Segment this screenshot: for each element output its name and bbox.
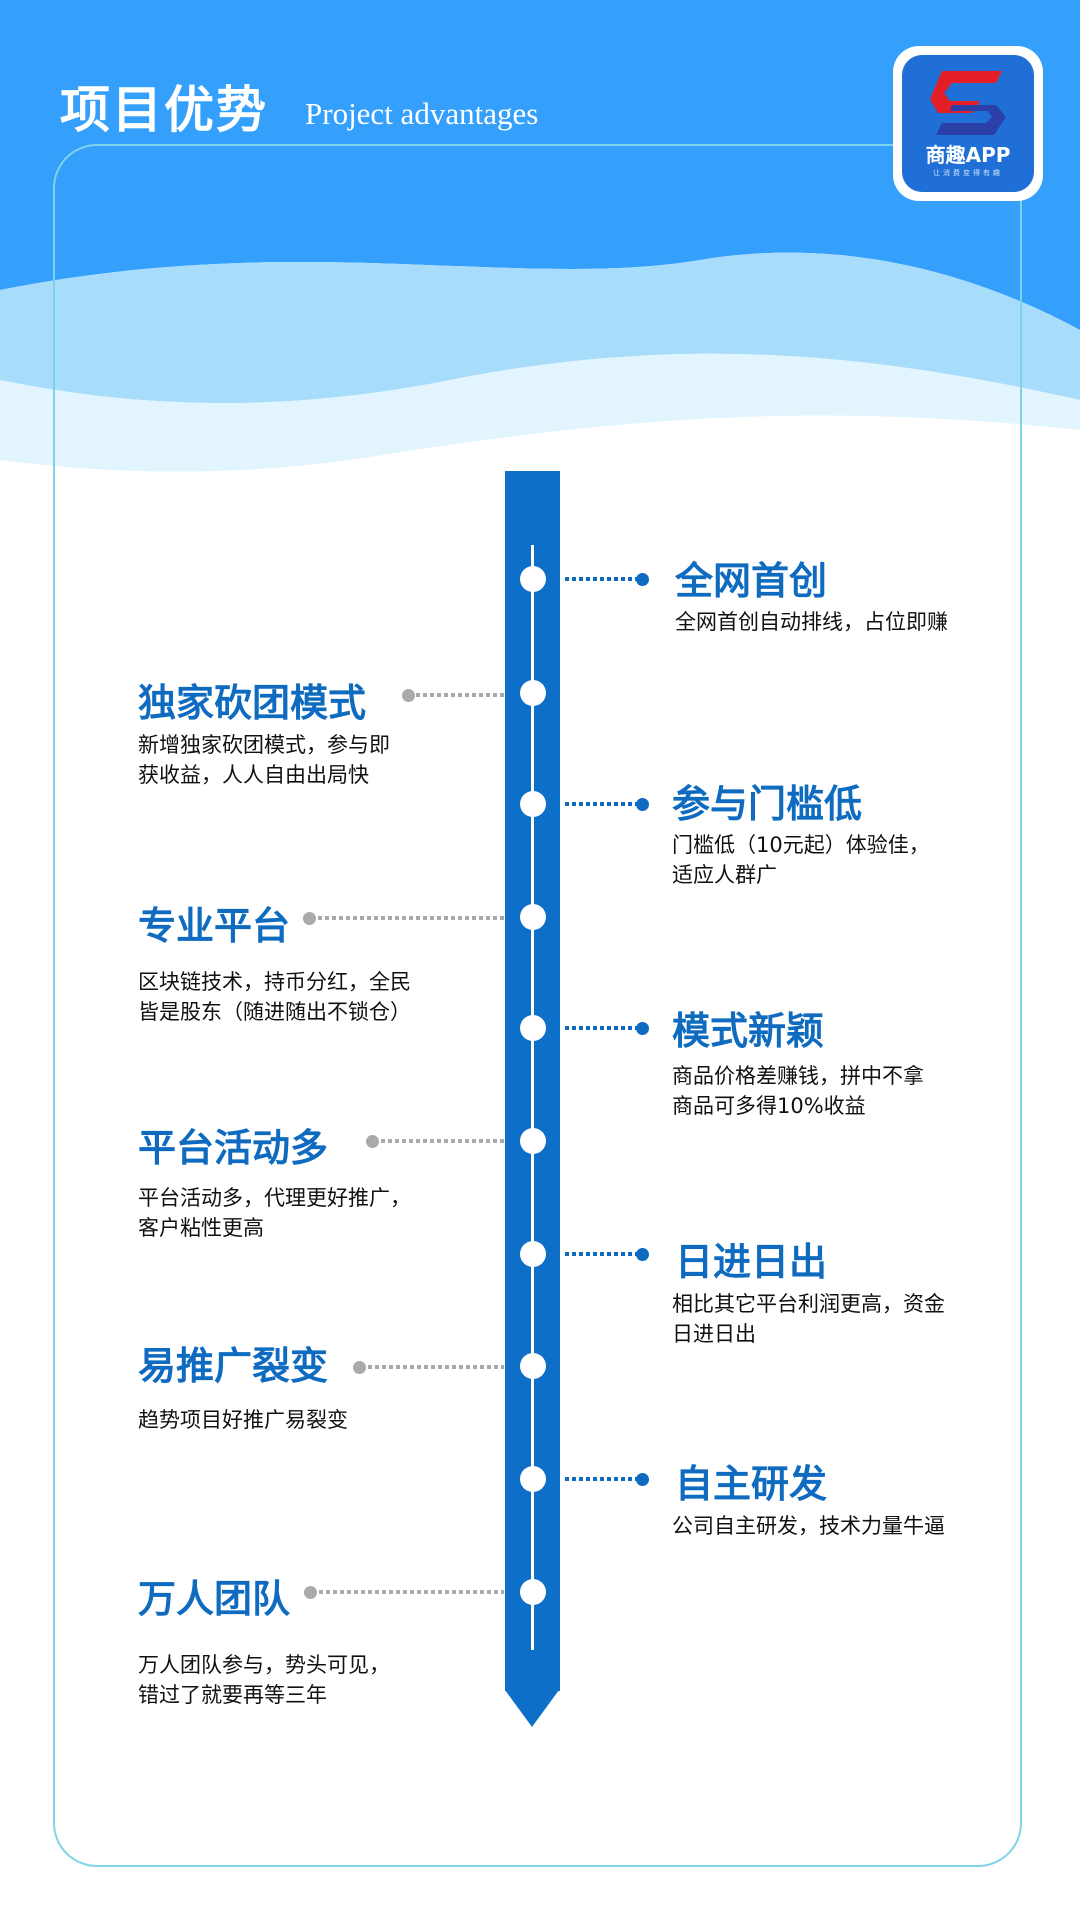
item-title: 全网首创 [675,559,828,603]
timeline-node [520,1015,546,1041]
item-desc: 公司自主研发，技术力量牛逼 [672,1514,945,1538]
timeline-node [520,904,546,930]
item-title: 易推广裂变 [138,1344,329,1388]
item-title: 模式新颖 [672,1009,825,1053]
connector-dot [366,1135,379,1148]
connector-dotted [565,802,637,806]
connector-dotted [381,1139,504,1143]
item-desc: 趋势项目好推广易裂变 [138,1408,348,1432]
connector-dot [636,1248,649,1261]
timeline-node [520,1353,546,1379]
app-logo: 商趣APP 让消费变得有趣 [893,46,1043,201]
connector-dot [636,573,649,586]
item-title: 平台活动多 [138,1126,329,1170]
s-logo-icon [930,71,1006,135]
logo-tagline: 让消费变得有趣 [933,169,1003,177]
logo-name: 商趣APP [925,143,1011,167]
timeline-line [531,545,534,1650]
timeline-node [520,566,546,592]
timeline-node [520,1241,546,1267]
page-subtitle: Project advantages [305,96,539,131]
page-title: 项目优势 [60,81,268,139]
item-desc: 相比其它平台利润更高，资金 日进日出 [672,1292,945,1346]
item-title: 独家砍团模式 [138,681,367,725]
item-title: 万人团队 [138,1577,291,1621]
timeline-node [520,680,546,706]
connector-dotted [565,1477,637,1481]
item-desc: 万人团队参与，势头可见， 错过了就要再等三年 [138,1653,390,1707]
connector-dotted [368,1365,504,1369]
connector-dotted [318,916,504,920]
connector-dotted [565,1252,637,1256]
connector-dot [636,1022,649,1035]
connector-dot [303,912,316,925]
connector-dot [636,1473,649,1486]
item-title: 自主研发 [675,1462,828,1506]
timeline-node [520,1128,546,1154]
timeline-node [520,1466,546,1492]
item-desc: 门槛低（10元起）体验佳， 适应人群广 [672,833,930,887]
connector-dotted [416,693,504,697]
item-desc: 区块链技术，持币分红，全民 皆是股东（随进随出不锁仓） [138,970,411,1024]
connector-dotted [319,1590,504,1594]
item-desc: 商品价格差赚钱，拼中不拿 商品可多得10%收益 [672,1064,924,1118]
connector-dotted [565,577,637,581]
connector-dot [353,1361,366,1374]
item-desc: 平台活动多，代理更好推广， 客户粘性更高 [138,1186,411,1240]
connector-dotted [565,1026,637,1030]
connector-dot [636,798,649,811]
item-title: 日进日出 [675,1240,828,1284]
connector-dot [402,689,415,702]
item-title: 参与门槛低 [672,782,863,826]
item-desc: 新增独家砍团模式，参与即 获收益，人人自由出局快 [138,733,390,787]
item-desc: 全网首创自动排线，占位即赚 [675,610,948,634]
timeline-node [520,1579,546,1605]
item-title: 专业平台 [138,904,291,948]
timeline-arrow-tip [505,1690,559,1727]
timeline-node [520,791,546,817]
connector-dot [304,1586,317,1599]
content-card [53,144,1022,1867]
